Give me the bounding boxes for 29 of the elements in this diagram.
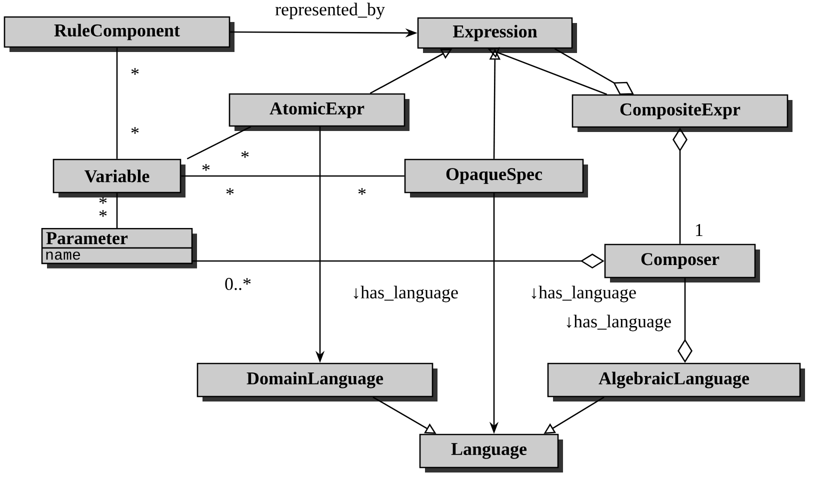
association-line <box>116 193 118 228</box>
class-box: AlgebraicLanguage <box>547 362 806 402</box>
class-box: AtomicExpr <box>228 93 410 131</box>
association-line <box>181 175 404 177</box>
multiplicity-label: * <box>226 188 234 195</box>
class-box: Language <box>419 434 563 472</box>
class-box: Composer <box>604 244 760 282</box>
edge-label: ↓has_language <box>350 284 460 304</box>
multiplicity-label: * <box>202 164 210 171</box>
class-box: CompositeExpr <box>572 94 793 132</box>
class-box: Expression <box>417 17 577 53</box>
multiplicity-label: * <box>358 188 366 195</box>
multiplicity-label: * <box>131 127 139 134</box>
class-box: OpaqueSpec <box>404 158 588 198</box>
multiplicity-label: * <box>99 210 107 217</box>
edge-label: ↓has_language <box>528 284 638 304</box>
multiplicity-label: * <box>241 151 249 158</box>
multiplicity-label: * <box>99 197 107 204</box>
association-line <box>186 126 252 160</box>
multiplicity-label: * <box>131 68 139 75</box>
edge-label: represented_by <box>274 2 386 20</box>
association-line <box>116 48 118 159</box>
class-box: RuleComponent <box>4 16 234 52</box>
multiplicity-label: 0..* <box>225 278 251 290</box>
class-box: Parameter name <box>41 228 197 268</box>
class-box: DomainLanguage <box>196 362 438 402</box>
multiplicity-label: 1 <box>696 224 702 236</box>
class-box: Variable <box>52 158 186 198</box>
edge-label: ↓has_language <box>564 314 672 332</box>
